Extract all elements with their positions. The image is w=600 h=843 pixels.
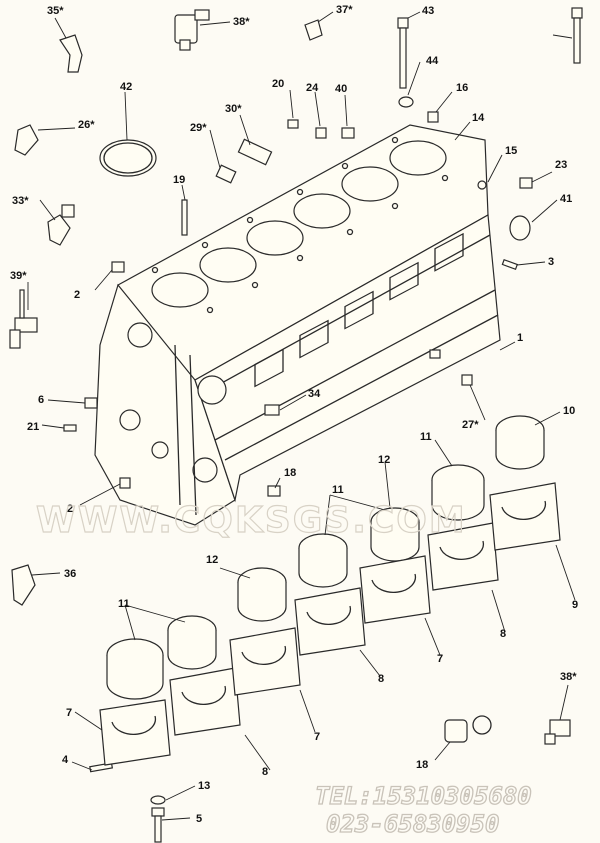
leader-lines [27,11,576,821]
callout-11-left: 11 [118,598,130,610]
callout-27: 27* [462,419,479,431]
watermark-tel: TEL:15310305680 [315,782,532,810]
callout-18-right: 18 [284,467,296,479]
callout-12-left: 12 [206,554,218,566]
callout-24: 24 [306,82,319,94]
callout-7-left: 7 [66,707,72,719]
callout-37: 39* [10,270,27,282]
callout-7-mid: 7 [314,731,320,743]
callout-21: 21 [27,421,39,433]
callout-38-text: 38* [560,671,577,683]
callout-42: 42 [120,81,132,93]
callout-35: 38* [233,16,250,28]
watermark: WWW.CQKSGS.COM TEL:15310305680 023-65830… [35,499,532,838]
callout-41: 43 [422,5,434,17]
callout-8-left: 8 [262,766,268,778]
callout-19: 19 [173,174,185,186]
callout-2-top: 2 [74,289,80,301]
callout-26: 26* [78,119,95,131]
callout-13: 13 [198,780,210,792]
callout-33: 33* [12,195,29,207]
callout-1: 1 [517,332,523,344]
callout-36: 36 [64,568,76,580]
callout-14: 14 [472,112,485,124]
main-bearings [99,415,561,766]
callout-12-right: 12 [378,454,390,466]
callout-4: 4 [62,754,69,766]
callout-8-right: 8 [500,628,506,640]
callout-8-mid: 8 [378,673,384,685]
callout-43: 44 [426,55,439,67]
callout-40: 41 [560,193,572,205]
watermark-site: WWW.CQKSGS.COM [36,500,467,541]
callout-20: 20 [272,78,284,90]
callout-28: 18 [416,759,428,771]
fittings [9,7,583,843]
cylinder-block [94,124,501,526]
callout-11-mid: 11 [332,484,344,496]
callout-16: 16 [456,82,468,94]
callout-7-right: 7 [437,653,443,665]
callout-labels: 35* 38* 37* 43 44 42 20 24 40 16 30* 14 … [10,4,578,825]
callout-34: 37* [336,4,353,16]
callout-30: 30* [225,103,242,115]
callout-32: 35* [47,5,64,17]
callout-15: 15 [505,145,517,157]
callout-29: 29* [190,122,207,134]
callout-23: 23 [555,159,567,171]
callout-3: 3 [548,256,554,268]
callout-10: 10 [563,405,575,417]
callout-9: 9 [572,599,578,611]
callout-31: 34 [308,388,321,400]
watermark-phone: 023-65830950 [326,810,499,838]
callout-6: 6 [38,394,44,406]
callout-39: 40 [335,83,347,95]
callout-5: 5 [196,813,202,825]
callout-11-right: 11 [420,431,432,443]
callout-2-left: 2 [67,503,73,515]
